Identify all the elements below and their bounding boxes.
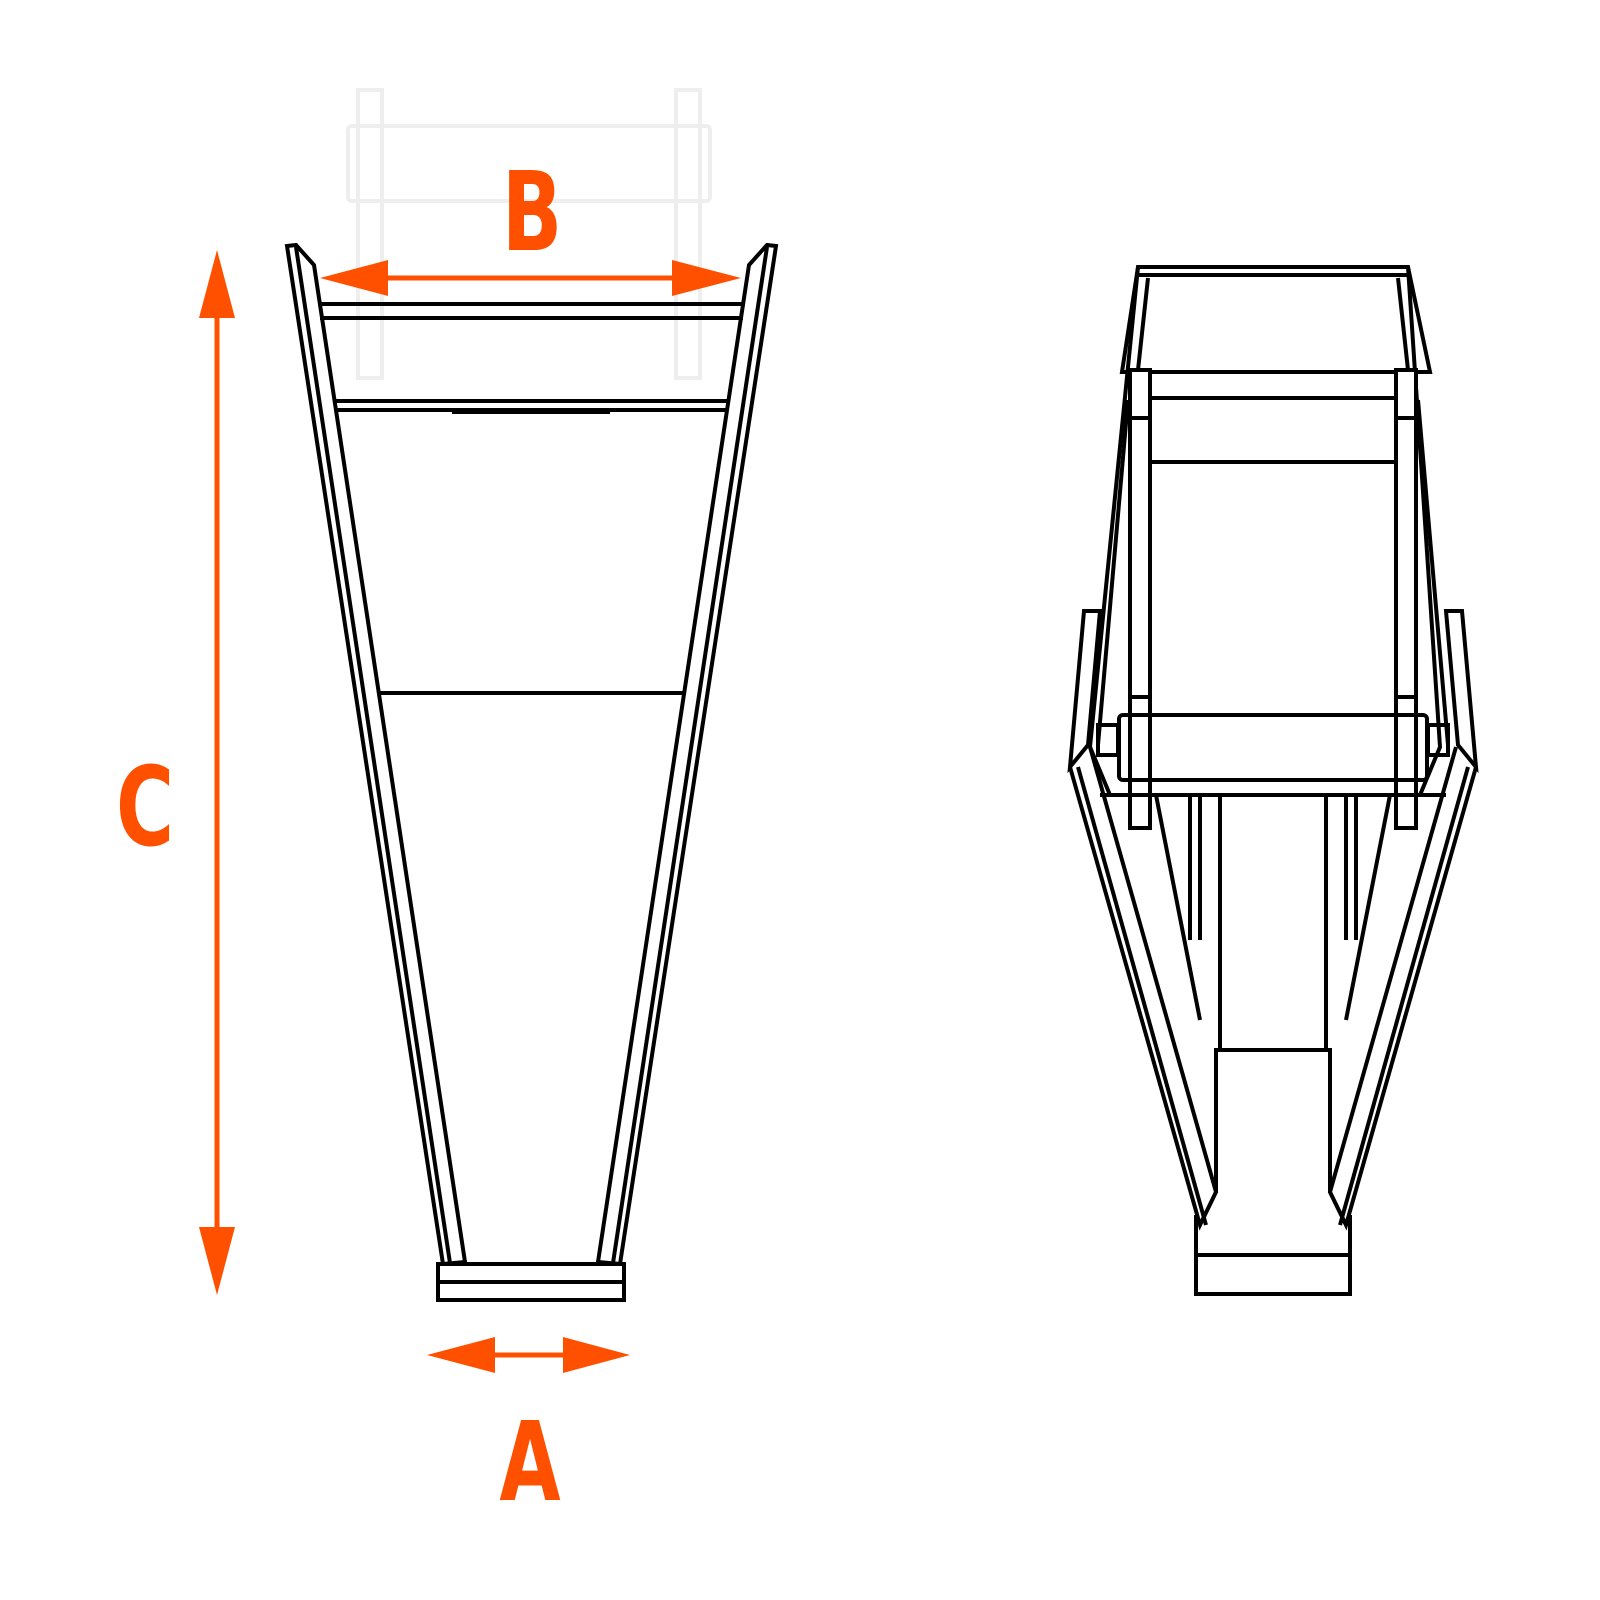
label-a: A — [499, 1398, 560, 1527]
bucket-side-view — [1067, 265, 1479, 1296]
dimension-b — [320, 260, 741, 296]
ghost-quick-coupler — [346, 88, 712, 380]
label-b: B — [502, 148, 562, 277]
bucket-front-view — [284, 242, 779, 1302]
dimension-a — [427, 1337, 630, 1373]
label-c: C — [116, 743, 174, 872]
dimension-c — [199, 250, 235, 1295]
